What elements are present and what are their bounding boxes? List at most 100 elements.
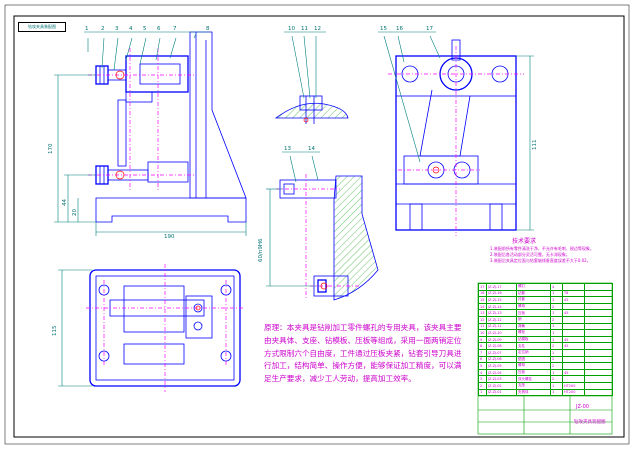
bom-cell: JZ-ZJ-11: [486, 322, 517, 331]
bom-cell: [562, 302, 585, 311]
bom-cell: JZ-ZJ-15: [486, 296, 517, 304]
bom-cell: 1: [550, 381, 563, 390]
bom-cell: 销: [516, 315, 551, 324]
bom-cell: 螺母: [516, 362, 551, 370]
bom-cell: 15: [478, 296, 487, 304]
bom-cell: [584, 348, 613, 357]
bom-cell: JZ-ZJ-16: [486, 289, 517, 298]
bom-cell: 4: [478, 368, 487, 377]
bom-cell: 1: [550, 322, 563, 331]
requirement-item: 2.装配后各活动部分灵活可靠，无卡滞现象。: [490, 252, 570, 258]
drawing-code: JZ-00: [576, 404, 589, 410]
bom-cell: JZ-ZJ-05: [486, 362, 517, 370]
bom-cell: [562, 348, 585, 357]
bom-cell: JZ-ZJ-09: [486, 335, 517, 344]
bom-cell: JZ-ZJ-13: [486, 309, 517, 317]
dimension-label: 115: [52, 325, 58, 336]
bom-cell: [584, 355, 613, 364]
bom-cell: 2: [550, 362, 563, 370]
bom-cell: [584, 309, 613, 317]
bom-cell: [584, 368, 613, 377]
bom-cell: 1: [550, 348, 563, 357]
bom-cell: 钻模板: [516, 335, 551, 344]
bom-cell: 12: [478, 315, 487, 324]
callout: 6: [157, 26, 161, 32]
bom-cell: 螺栓: [516, 329, 551, 337]
bom-cell: JZ-ZJ-17: [486, 283, 517, 291]
callout: 13: [284, 146, 291, 152]
requirements-list: 1.装配前所有零件清洗干净，不允许有毛刺、锐边等现象。 2.装配后各活动部分灵活…: [490, 246, 610, 265]
bom-cell: 9: [478, 335, 487, 344]
front-view: [54, 31, 247, 236]
bom-cell: 3: [478, 375, 487, 383]
bom-cell: 衬套: [516, 296, 551, 304]
bom-cell: 钻套: [516, 289, 551, 298]
bom-cell: JZ-ZJ-10: [486, 329, 517, 337]
callout: 4: [129, 26, 133, 32]
callout: 10: [288, 26, 295, 32]
requirement-item: 1.装配前所有零件清洗干净，不允许有毛刺、锐边等现象。: [490, 246, 594, 251]
bom-cell: 17: [478, 283, 487, 291]
bom-cell: 2: [550, 342, 563, 350]
bom-cell: JZ-ZJ-03: [486, 375, 517, 383]
bom-cell: 支柱: [516, 342, 551, 350]
bom-cell: 2: [550, 355, 563, 364]
bom-cell: 14: [478, 302, 487, 311]
bom-cell: 螺母: [516, 302, 551, 311]
bom-cell: 压板: [516, 309, 551, 317]
bom-cell: [562, 315, 585, 324]
bom-cell: 2: [550, 302, 563, 311]
front-callouts: 1 2 3 4 5 6 7 8 170 44 20 190: [48, 26, 210, 240]
bom-cell: [584, 375, 613, 383]
bom-cell: HT200: [562, 381, 585, 390]
bom-cell: [584, 381, 613, 390]
bom-cell: [584, 362, 613, 370]
bom-cell: JZ-ZJ-12: [486, 315, 517, 324]
dimension-label: 111: [532, 140, 538, 151]
bom-cell: [584, 342, 613, 350]
bom-cell: 双头螺柱: [516, 375, 551, 383]
bom-cell: 1: [550, 309, 563, 317]
bom-cell: [562, 283, 585, 291]
callout: 1: [85, 26, 89, 32]
bom-cell: 1: [550, 329, 563, 337]
dimension-label: 60/n9H6: [258, 238, 264, 262]
bom-cell: [584, 283, 613, 291]
bom-cell: 1: [550, 368, 563, 377]
corner-title-label: 钻攻夹具装配图: [18, 22, 66, 32]
bom-cell: 7: [478, 348, 487, 357]
bom-cell: 支座: [516, 381, 551, 390]
inner-border: [13, 15, 625, 438]
section-callouts: 13 14 60/n9H6: [258, 146, 315, 262]
outer-border: [4, 4, 630, 445]
callout: 16: [396, 26, 403, 32]
callout: 12: [314, 26, 321, 32]
bom-cell: JZ-ZJ-14: [486, 302, 517, 311]
bom-cell: [562, 375, 585, 383]
bom-cell: 1: [478, 388, 487, 397]
bom-cell: 45: [562, 296, 585, 304]
bom-cell: JZ-ZJ-06: [486, 355, 517, 364]
bom-cell: 1: [550, 296, 563, 304]
bom-cell: JZ-ZJ-04: [486, 368, 517, 377]
bom-cell: [584, 296, 613, 304]
detail-callouts: 10 11 12: [288, 26, 321, 32]
bom-cell: T8: [562, 289, 585, 298]
bom-cell: 1: [550, 289, 563, 298]
bom-cell: 45: [562, 309, 585, 317]
